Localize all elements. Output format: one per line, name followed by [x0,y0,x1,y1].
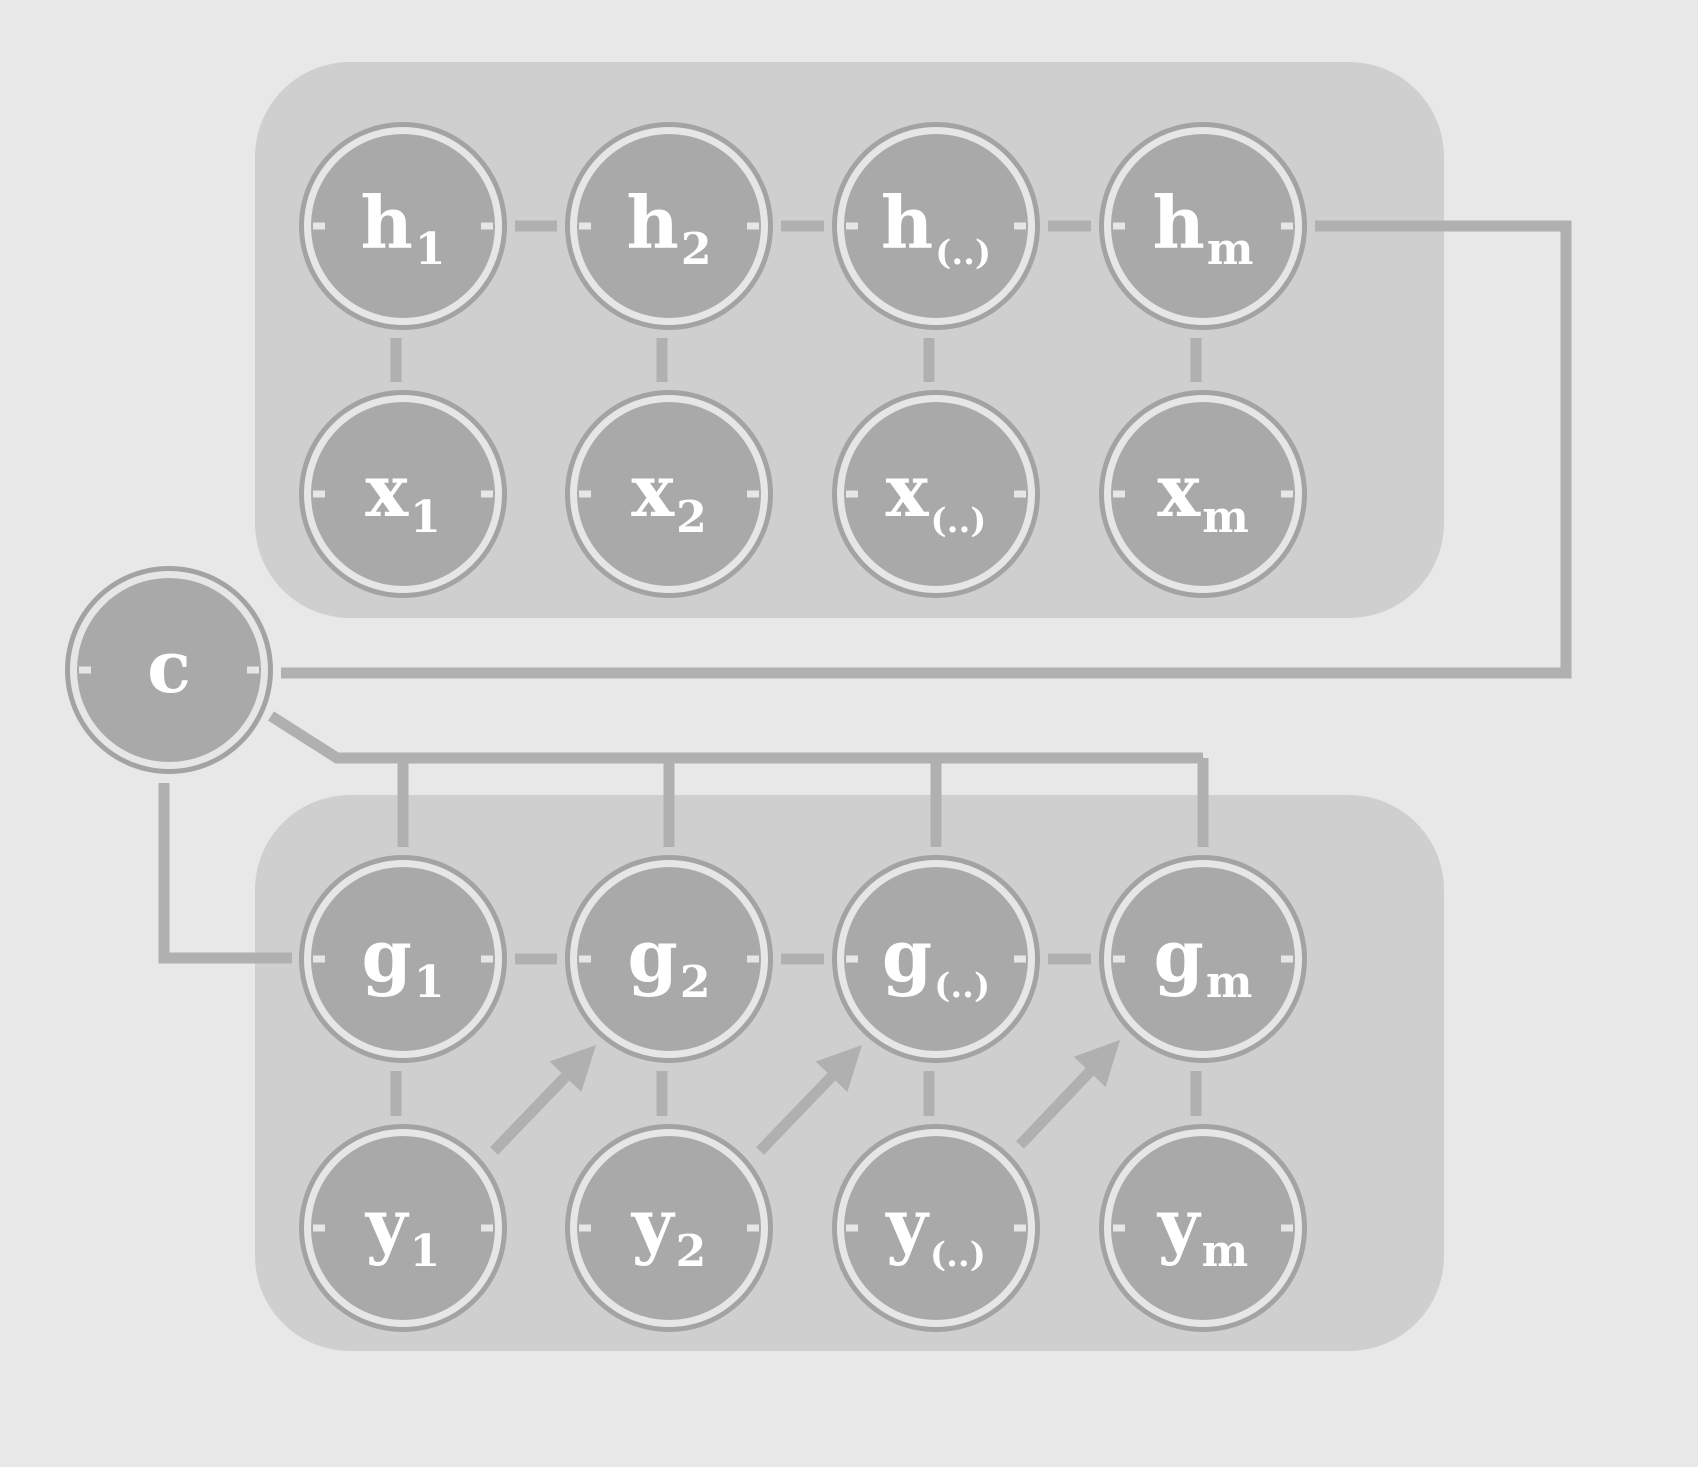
decoder-hidden-node-body [317,873,489,1045]
encoder-input-node-label: x2 [631,448,707,543]
decoder-hidden-node-label: gm [1154,913,1253,1008]
encoder-input-node-1: x1 [299,390,507,598]
decoder-output-node-label: y(..) [885,1182,986,1275]
encoder-hidden-node-body [317,140,489,312]
encoder-hidden-node-label: h(..) [881,180,991,273]
decoder-hidden-node-body [583,873,755,1045]
c-to-decoder-bus [268,711,1203,764]
y3-to-g4-arrow [1016,1040,1120,1149]
decoder-output-node-body [850,1142,1022,1314]
node-layer: h1 h2 h(..) hm x1 x2 x(..) xm g1 g2 g(..) gm y1 y2 y(.… [65,122,1307,1332]
y2-to-g3-arrow [756,1045,862,1155]
encoder-input-node-3: x(..) [832,390,1040,598]
y3-to-g4-arrow-head [1073,1040,1120,1088]
decoder-output-node-4: ym [1099,1124,1307,1332]
y3-to-g4-arrow-shaft [1016,1065,1097,1149]
decoder-output-node-1: y1 [299,1124,507,1332]
encoder-hidden-node-body [1117,140,1289,312]
decoder-hidden-node-body [1117,873,1289,1045]
y2-to-g3-arrow-shaft [756,1070,839,1155]
hm-to-c-connector [281,220,1572,679]
encoder-input-node-2: x2 [565,390,773,598]
encoder-hidden-node-body [583,140,755,312]
decoder-hidden-node-label: g2 [628,913,711,1008]
decoder-hidden-node-label: g(..) [882,913,990,1006]
encoder-input-node-4: xm [1099,390,1307,598]
c-to-g1-connector [158,783,292,964]
decoder-hidden-node-4: gm [1099,855,1307,1063]
decoder-output-node-3: y(..) [832,1124,1040,1332]
encoder-hidden-node-label: h1 [361,180,446,275]
encoder-input-node-label: x1 [365,448,441,543]
context-node-body [83,584,255,756]
y1-to-g2-arrow-shaft [490,1070,573,1155]
encoder-input-node-body [583,408,755,580]
connector-layer [158,220,1572,1155]
y1-to-g2-arrow [490,1045,596,1155]
encoder-hidden-node-3: h(..) [832,122,1040,330]
decoder-hidden-node-3: g(..) [832,855,1040,1063]
decoder-output-node-2: y2 [565,1124,773,1332]
encoder-input-node-body [850,408,1022,580]
encoder-hidden-node-label: hm [1153,180,1254,275]
decoder-output-node-body [317,1142,489,1314]
context-node-c: c [65,566,273,774]
decoder-hidden-node-label: g1 [362,913,445,1008]
decoder-output-node-label: ym [1157,1182,1248,1277]
encoder-hidden-node-2: h2 [565,122,773,330]
decoder-hidden-node-2: g2 [565,855,773,1063]
encoder-input-node-body [317,408,489,580]
encoder-hidden-node-1: h1 [299,122,507,330]
decoder-output-node-label: y2 [631,1182,706,1277]
decoder-output-node-body [583,1142,755,1314]
encoder-hidden-node-label: h2 [627,180,712,275]
y2-to-g3-arrow-head [815,1045,862,1092]
decoder-output-node-label: y1 [365,1182,440,1277]
encoder-input-node-label: xm [1157,448,1249,543]
decoder-hidden-node-body [850,873,1022,1045]
encoder-hidden-node-body [850,140,1022,312]
encoder-hidden-node-4: hm [1099,122,1307,330]
context-node-label: c [147,624,191,709]
y1-to-g2-arrow-head [549,1045,596,1092]
decoder-hidden-node-1: g1 [299,855,507,1063]
encoder-input-node-body [1117,408,1289,580]
decoder-output-node-body [1117,1142,1289,1314]
encoder-input-node-label: x(..) [886,448,987,541]
